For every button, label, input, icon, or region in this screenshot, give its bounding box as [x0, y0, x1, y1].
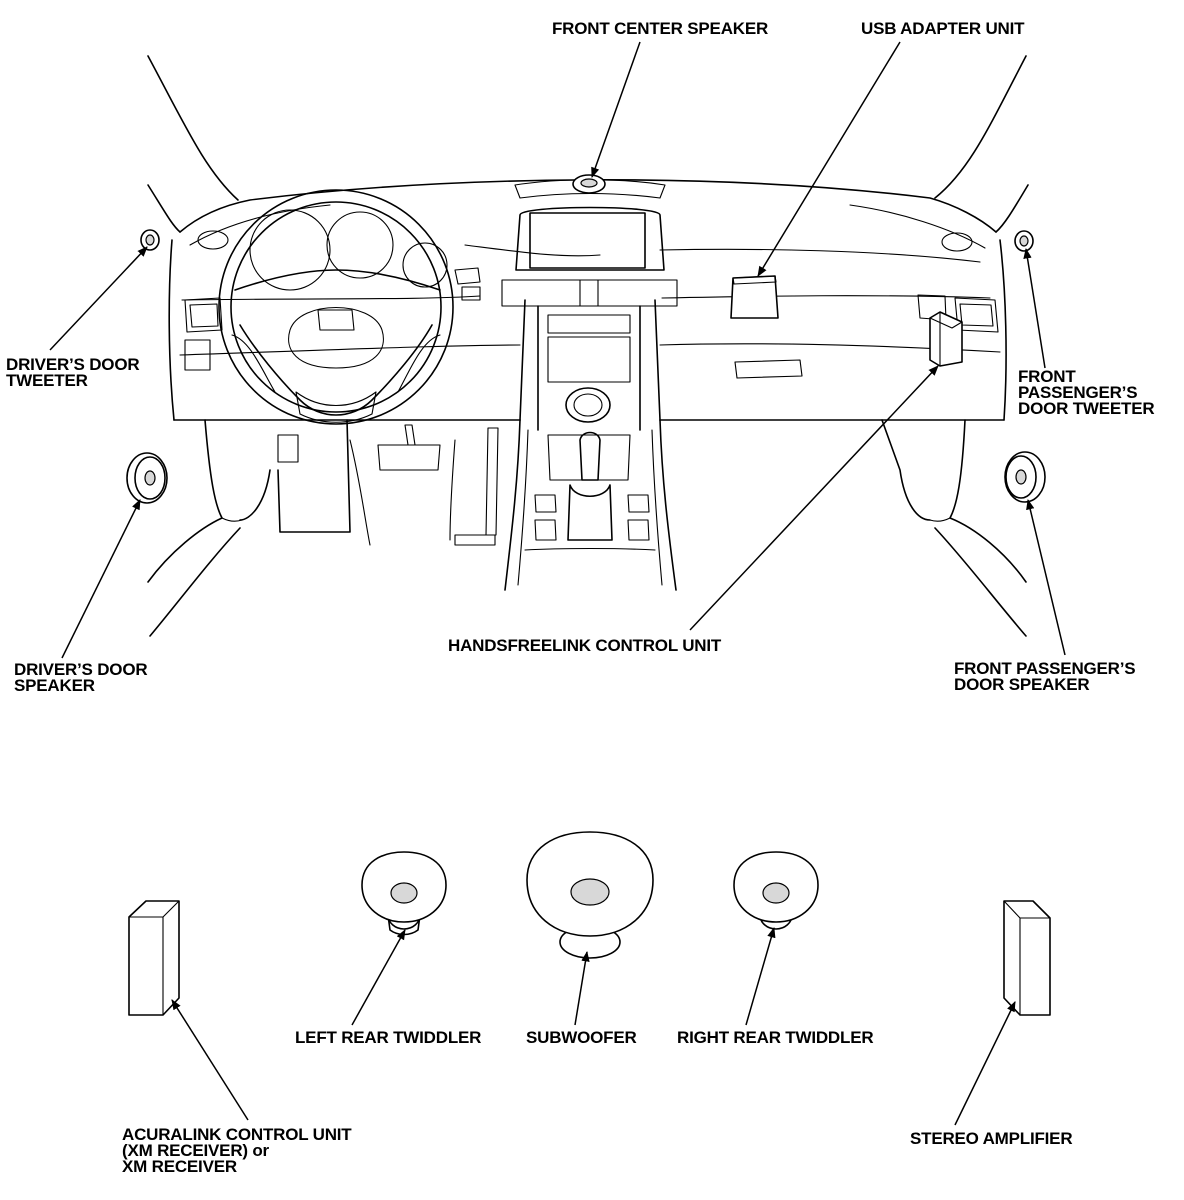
label-subwoofer: SUBWOOFER: [526, 1028, 637, 1047]
label-drivers-door-tweeter-line1: DRIVER’S DOOR: [6, 355, 139, 374]
left-rear-twiddler-icon: [361, 851, 447, 936]
subwoofer-icon: [526, 831, 654, 959]
leader-lines: [49, 41, 1066, 1126]
drivers-door-speaker-icon: [126, 452, 168, 504]
label-handsfreelink-control-unit: HANDSFREELINK CONTROL UNIT: [448, 636, 722, 655]
label-right-rear-twiddler: RIGHT REAR TWIDDLER: [677, 1028, 873, 1047]
right-rear-twiddler-icon: [733, 851, 819, 930]
label-front-passengers-door-tweeter-line1: FRONT: [1018, 367, 1076, 386]
front-center-speaker-icon: [572, 174, 606, 194]
label-front-passengers-door-tweeter-line2: PASSENGER’S: [1018, 383, 1137, 402]
label-drivers-door-speaker-line1: DRIVER’S DOOR: [14, 660, 147, 679]
label-front-passengers-door-speaker-line1: FRONT PASSENGER’S: [954, 659, 1135, 678]
label-acuralink-control-unit-line3: XM RECEIVER: [122, 1157, 237, 1176]
label-front-center-speaker: FRONT CENTER SPEAKER: [552, 19, 768, 38]
usb-adapter-unit-icon: [730, 275, 779, 319]
label-front-passengers-door-tweeter-line3: DOOR TWEETER: [1018, 399, 1154, 418]
label-acuralink-control-unit-line1: ACURALINK CONTROL UNIT: [122, 1125, 352, 1144]
front-passengers-door-speaker-icon: [1004, 451, 1046, 503]
label-usb-adapter-unit: USB ADAPTER UNIT: [861, 19, 1025, 38]
label-drivers-door-tweeter-line2: TWEETER: [6, 371, 88, 390]
label-front-passengers-door-speaker-line2: DOOR SPEAKER: [954, 675, 1090, 694]
label-drivers-door-speaker-line2: SPEAKER: [14, 676, 95, 695]
label-left-rear-twiddler: LEFT REAR TWIDDLER: [295, 1028, 481, 1047]
front-passengers-door-tweeter-icon: [1014, 230, 1034, 252]
stereo-amplifier-icon: [1003, 900, 1051, 1016]
drivers-door-tweeter-icon: [140, 229, 160, 251]
dashboard-illustration: [147, 55, 1029, 637]
label-acuralink-control-unit-line2: (XM RECEIVER) or: [122, 1141, 270, 1160]
label-stereo-amplifier: STEREO AMPLIFIER: [910, 1129, 1072, 1148]
handsfreelink-control-unit-icon: [929, 311, 963, 367]
acuralink-control-unit-icon: [128, 900, 180, 1016]
